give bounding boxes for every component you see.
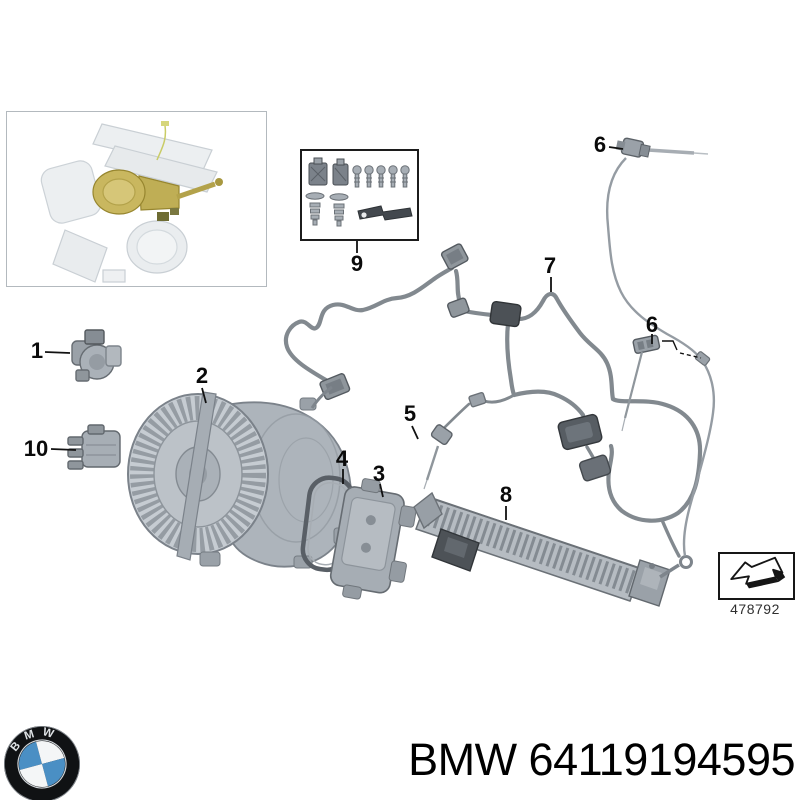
harness-junction-block (489, 300, 522, 328)
callout-6b: 6 (645, 312, 659, 337)
screw-icons (352, 165, 410, 188)
harness-connector-mid (447, 297, 470, 318)
callout-7: 7 (543, 253, 557, 278)
harness-connectors (319, 243, 612, 482)
callout-3: 3 (372, 461, 386, 486)
callout-5: 5 (403, 401, 417, 426)
rivet-icons (305, 192, 349, 227)
harness-connector-small (578, 454, 612, 482)
mounting-kit-contents (305, 157, 413, 227)
callout-leader-lines (44, 146, 702, 520)
callout-4: 4 (335, 446, 349, 471)
bmw-logo: BMW (2, 724, 82, 800)
auxiliary-heater-part (413, 491, 693, 607)
blower-resistor-part (71, 329, 122, 382)
harness-wire-clip (468, 391, 487, 408)
temperature-sensor-part (423, 424, 453, 490)
temp-sensor-cable-part (606, 137, 716, 557)
callout-1: 1 (30, 338, 44, 363)
evaporator-temp-sensor-part (621, 334, 661, 432)
direction-arrow-icon (730, 556, 786, 589)
bracket-icon (357, 205, 413, 221)
control-unit-part (329, 478, 417, 600)
harness-connector-large (557, 413, 603, 451)
clip-icons (308, 157, 349, 186)
callout-10: 10 (23, 436, 49, 461)
direction-arrow-box (718, 552, 795, 600)
diagram-reference-code: 478792 (730, 601, 780, 617)
callout-8: 8 (499, 482, 513, 507)
callout-6a: 6 (593, 132, 607, 157)
hvac-assembly-thumbnail (40, 121, 223, 283)
harness-connector-top (440, 243, 469, 270)
connector-part (67, 424, 121, 470)
harness-connector-left (319, 373, 351, 401)
blower-motor-part (127, 385, 352, 569)
callout-2: 2 (195, 363, 209, 388)
assembly-location-inset (6, 111, 267, 287)
callout-9: 9 (350, 251, 364, 276)
mounting-kit-box (300, 149, 419, 241)
part-number-caption: BMW 64119194595 (408, 734, 795, 785)
